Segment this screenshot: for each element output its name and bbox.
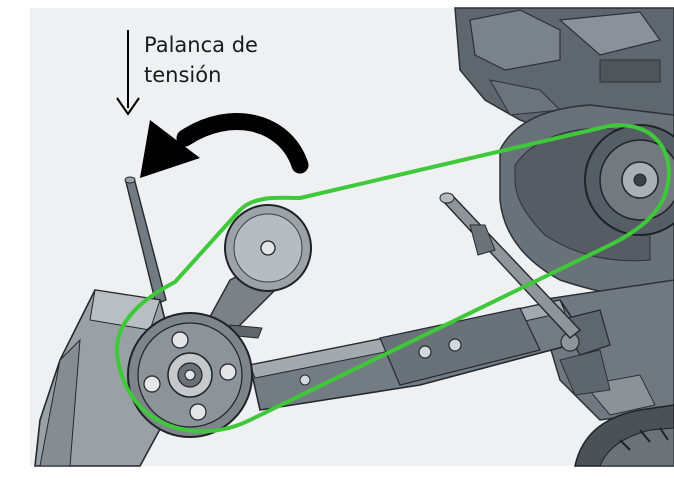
belt-guard — [34, 289, 176, 467]
curved-arrow-left-icon — [140, 113, 309, 178]
engine-pulley — [584, 124, 674, 236]
drive-belt — [114, 123, 671, 434]
label-line-1: Palanca de — [144, 33, 258, 57]
tensioner-arm — [249, 299, 611, 411]
label-line-2: tensión — [144, 63, 222, 87]
arrow-down-icon — [116, 30, 140, 116]
wheel-tire — [574, 404, 674, 467]
diagonal-rod — [439, 192, 582, 339]
driven-pulley — [127, 312, 253, 438]
tension-lever-label: Palanca de tensión — [144, 30, 258, 90]
idler-pulley — [224, 204, 312, 292]
tension-lever — [124, 176, 167, 305]
